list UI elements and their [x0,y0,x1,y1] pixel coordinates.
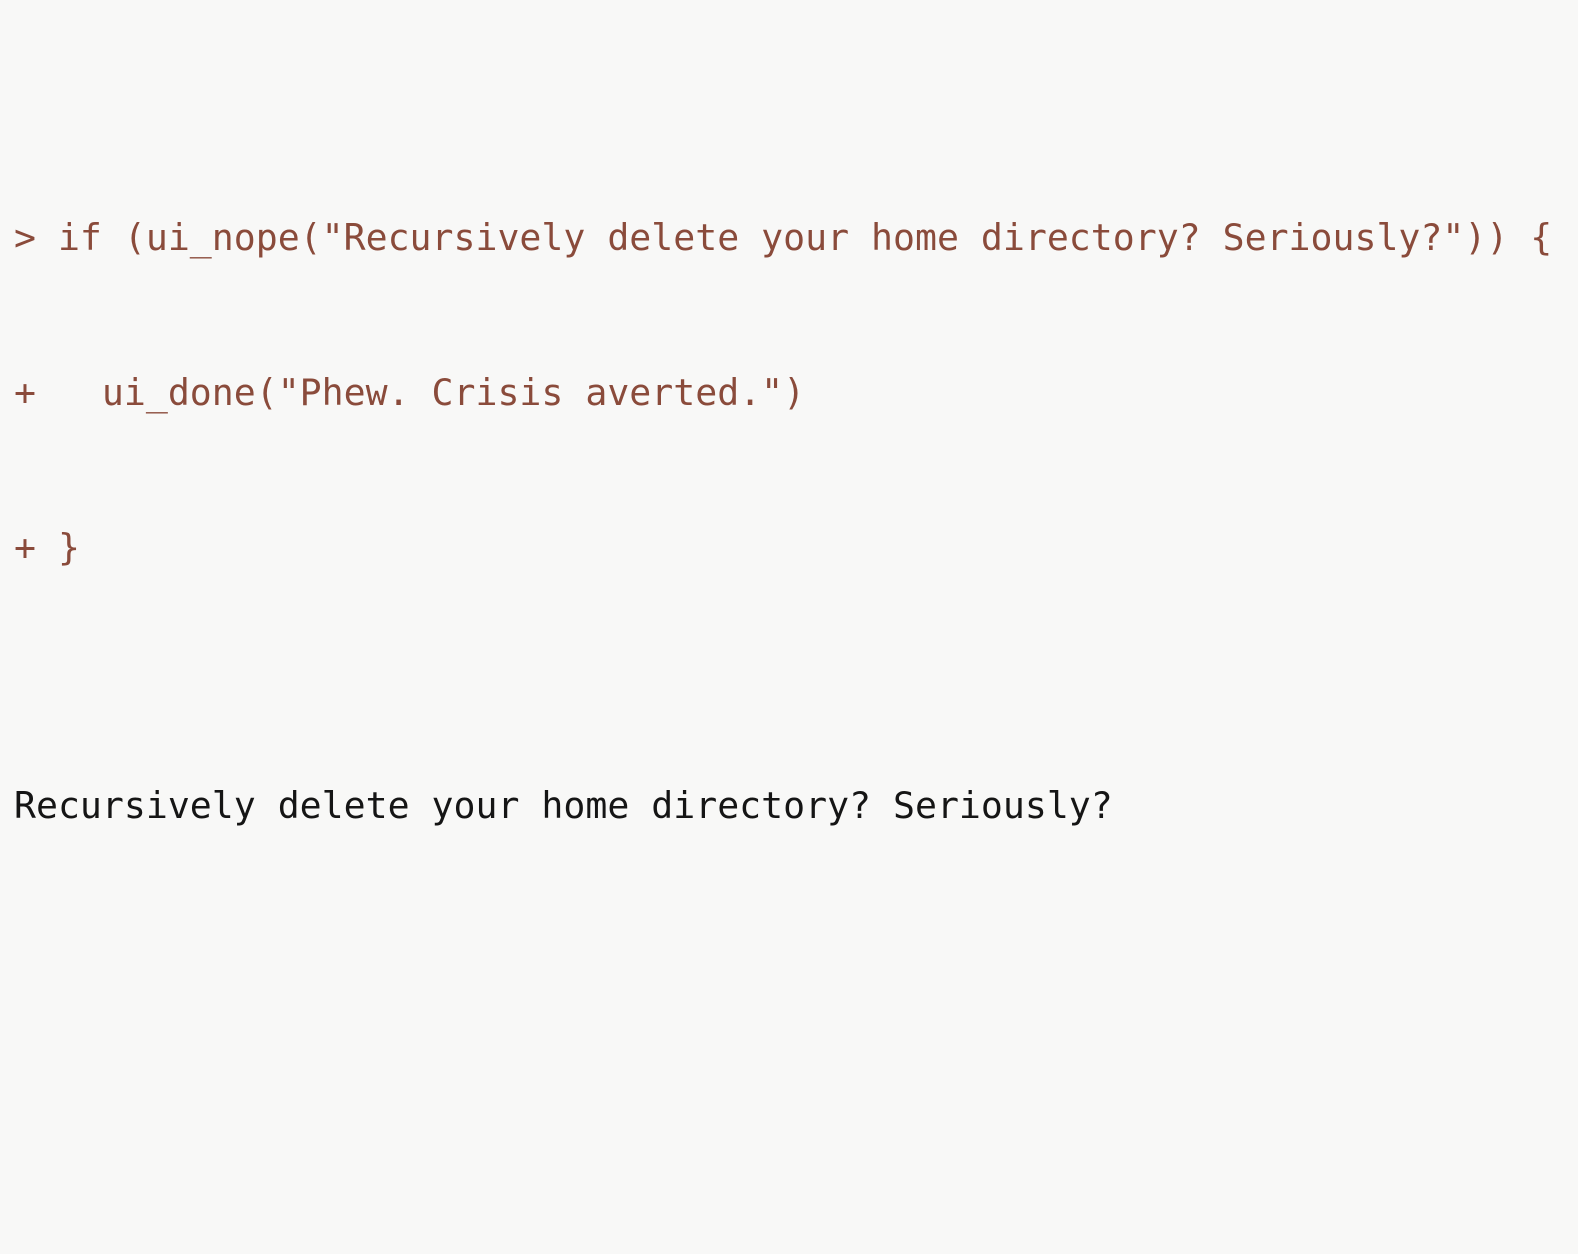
menu-option-1[interactable]: 1: No [14,1244,1578,1254]
console-question-line: Recursively delete your home directory? … [14,783,1113,827]
console-input-line: + ui_done("Phew. Crisis averted.") [14,371,806,415]
console-blank-line [14,986,1578,1038]
console-input-line: > if (ui_nope("Recursively delete your h… [14,216,1553,260]
console-input-line: + } [14,525,80,569]
